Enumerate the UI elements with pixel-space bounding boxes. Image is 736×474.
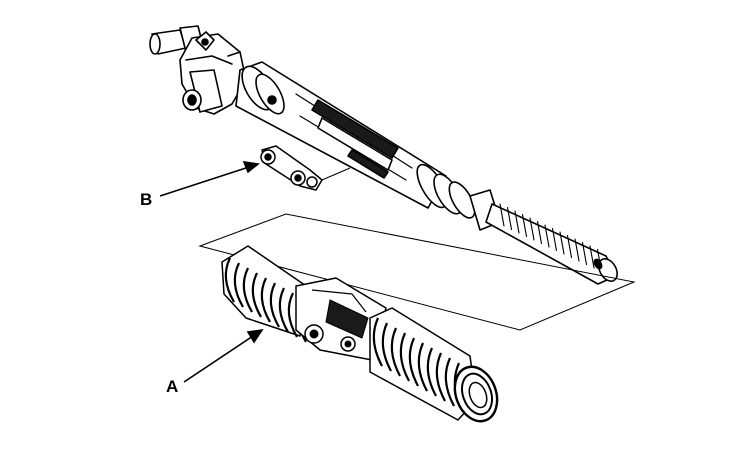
- clamp-part-b: [260, 145, 351, 191]
- bellows-rib: [444, 357, 455, 407]
- bellows-rib: [417, 342, 428, 392]
- bellows-rib: [251, 272, 262, 318]
- bellows-rib: [426, 347, 437, 397]
- rack-thread: [514, 210, 520, 234]
- rack-thread: [559, 231, 565, 255]
- leader-arrow-a: [183, 328, 264, 383]
- valve-housing: [179, 31, 247, 115]
- bellows-rib: [269, 282, 280, 328]
- rack-thread: [551, 227, 558, 252]
- rack-thread: [506, 206, 513, 231]
- bellows-rib: [287, 292, 298, 338]
- bellows-rib: [372, 317, 383, 367]
- rack-thread: [589, 245, 595, 269]
- bellows-rib: [242, 267, 253, 313]
- bellows-rib: [408, 337, 419, 387]
- bellows-rib: [224, 257, 235, 303]
- reference-outline: [198, 213, 636, 331]
- bellows-rib: [381, 322, 392, 372]
- bellows-rib: [233, 262, 244, 308]
- rack-end: [469, 189, 618, 285]
- rack-thread: [529, 217, 535, 241]
- rack-thread: [566, 234, 573, 259]
- bellows-rib: [260, 277, 271, 323]
- bellows-rib: [399, 332, 410, 382]
- rack-thread: [574, 238, 580, 262]
- rack-thread: [536, 220, 543, 245]
- rack-thread: [499, 203, 505, 227]
- callout-label-a: A: [166, 377, 179, 396]
- bellows-rib: [390, 327, 401, 377]
- steering-rack-assembly: [149, 25, 618, 285]
- bellows-rib: [278, 287, 289, 333]
- rack-thread: [544, 224, 550, 248]
- rack-thread: [581, 241, 588, 266]
- bellows-boot-a: [221, 245, 499, 423]
- leader-arrow-b: [159, 161, 260, 197]
- rack-thread: [521, 213, 528, 238]
- rack-housing: [235, 61, 476, 219]
- bellows-rib: [435, 352, 446, 402]
- callout-label-b: B: [140, 190, 153, 209]
